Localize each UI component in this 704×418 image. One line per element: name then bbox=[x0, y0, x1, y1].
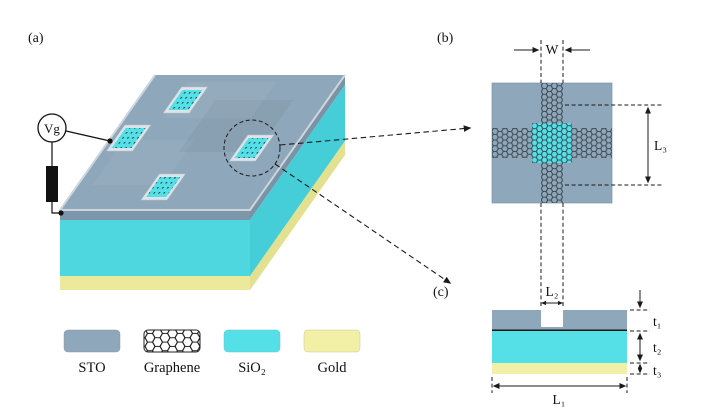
gate-contact-dot-bottom bbox=[58, 210, 64, 216]
panel-b: (b) W L₃ bbox=[437, 31, 667, 308]
gate-contact-dot-top bbox=[107, 138, 113, 144]
device-holes bbox=[106, 86, 275, 201]
t1-dimension-label: t₁ bbox=[653, 314, 661, 329]
connector-to-b bbox=[279, 125, 472, 146]
l2-dimension-label: L₂ bbox=[546, 284, 559, 299]
l1-dimension-label: L₁ bbox=[553, 392, 566, 407]
hole-graphene-dots bbox=[234, 138, 269, 158]
connector-to-c bbox=[274, 163, 452, 284]
legend: STO Graphene SiO₂ Gold bbox=[63, 329, 361, 376]
device-hole bbox=[106, 124, 152, 152]
hole-graphene-dots bbox=[146, 177, 181, 197]
front-face-gold bbox=[60, 276, 250, 290]
side-face-sto bbox=[250, 75, 345, 220]
side-face-gold bbox=[250, 141, 345, 290]
device-hole bbox=[162, 86, 208, 114]
gate-wire-bottom bbox=[51, 202, 60, 214]
legend-swatch-graphene-pattern bbox=[144, 330, 200, 352]
w-dimension-label: W bbox=[546, 42, 559, 57]
cross-section-sio2-layer bbox=[492, 331, 627, 363]
gate-voltage-label: Vg bbox=[44, 121, 60, 136]
panel-a: (a) bbox=[28, 31, 472, 290]
legend-swatch-sio2 bbox=[223, 329, 281, 353]
front-face-sio2 bbox=[60, 220, 250, 276]
graphene-center-patch bbox=[532, 123, 572, 163]
gate-electrode-bar bbox=[46, 166, 58, 202]
hole-graphene-dots bbox=[168, 90, 203, 110]
t3-dimension-label: t₃ bbox=[653, 363, 662, 378]
legend-swatch-sto bbox=[63, 329, 121, 353]
cross-section-gold-layer bbox=[492, 363, 627, 374]
side-face-sio2 bbox=[250, 85, 345, 276]
zoom-circle bbox=[223, 119, 281, 177]
device-hole bbox=[140, 173, 186, 201]
panel-a-label: (a) bbox=[28, 31, 44, 46]
legend-label-sio2: SiO₂ bbox=[238, 360, 266, 376]
gate-circuit: Vg bbox=[37, 113, 113, 216]
legend-label-sto: STO bbox=[78, 360, 105, 376]
legend-swatch-gold bbox=[303, 329, 361, 353]
panel-b-label: (b) bbox=[437, 31, 454, 46]
panel-c-label: (c) bbox=[433, 285, 449, 300]
top-face-edge-highlight bbox=[58, 74, 346, 211]
gate-wire-top bbox=[65, 130, 111, 142]
panel-c: (c) L₂ t₁ t₂ t₃ L₁ bbox=[433, 284, 662, 407]
legend-label-graphene: Graphene bbox=[144, 360, 200, 376]
l3-dimension-label: L₃ bbox=[654, 138, 667, 153]
t2-dimension-label: t₂ bbox=[653, 340, 661, 355]
gate-voltage-circle bbox=[37, 113, 67, 143]
cross-section-notch bbox=[541, 310, 563, 327]
device-hole bbox=[229, 134, 275, 162]
hole-graphene-dots bbox=[111, 128, 146, 148]
device-3d bbox=[58, 74, 346, 290]
legend-label-gold: Gold bbox=[318, 360, 348, 376]
front-face-sto bbox=[60, 210, 250, 220]
